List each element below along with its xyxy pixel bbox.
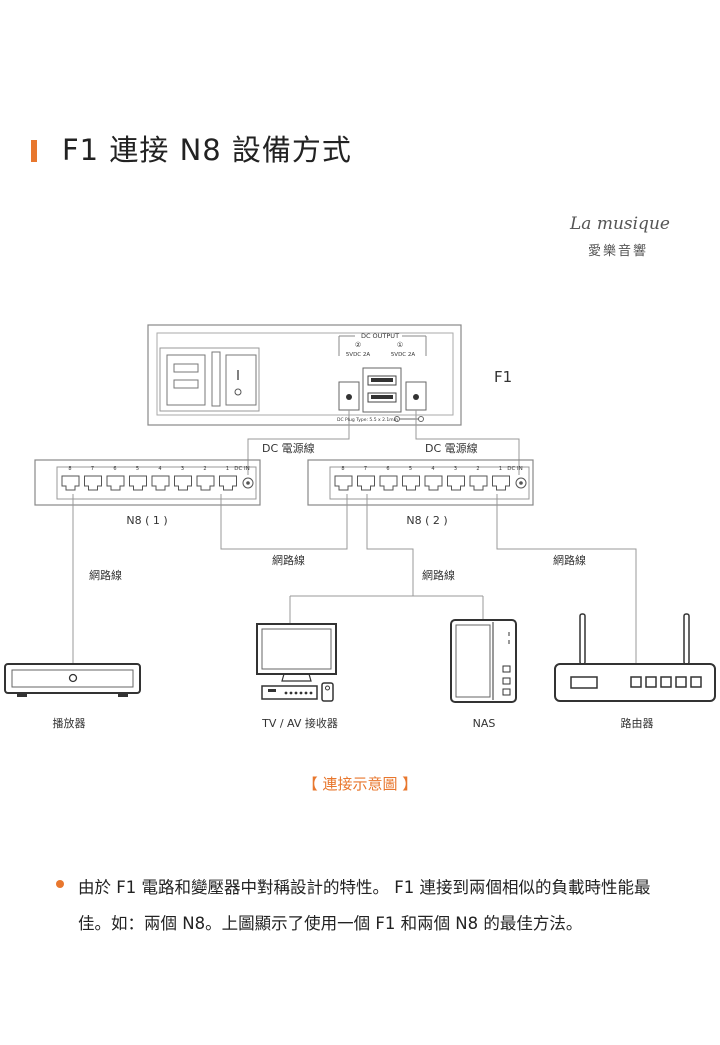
connection-diagram: DC OUTPUT ② ① 5VDC 2A 5VDC 2A DC Plug Ty… bbox=[4, 324, 716, 730]
player-device-icon bbox=[4, 663, 141, 697]
diagram-caption: 【 連接示意圖 】 bbox=[302, 775, 418, 793]
port-number: 3 bbox=[181, 466, 184, 472]
port-number: 5 bbox=[136, 466, 139, 472]
f1-power-supply: DC OUTPUT ② ① 5VDC 2A 5VDC 2A DC Plug Ty… bbox=[147, 324, 512, 426]
ethernet-port-icon bbox=[196, 475, 215, 491]
player-label: 播放器 bbox=[53, 716, 86, 730]
net-cable-label-link: 網路線 bbox=[272, 553, 305, 567]
router-label: 路由器 bbox=[621, 716, 654, 730]
f1-label: F1 bbox=[494, 368, 512, 386]
port-number: 5 bbox=[409, 466, 412, 472]
usb-port-icon bbox=[362, 367, 402, 413]
port-number: 2 bbox=[203, 466, 206, 472]
net-cable-label-devices: 網路線 bbox=[422, 568, 455, 582]
ethernet-port-icon bbox=[84, 475, 102, 491]
dc-in-jack-icon bbox=[515, 477, 527, 489]
ethernet-port-icon bbox=[151, 475, 170, 491]
port1-number: ① bbox=[397, 341, 403, 349]
n8-switch-1: 8 7 6 5 4 3 2 1 DC IN bbox=[34, 459, 261, 506]
dc-in-jack-icon bbox=[242, 477, 254, 489]
port-number: 8 bbox=[68, 466, 71, 472]
n8-switch-2: 8 7 6 5 4 3 2 1 DC IN bbox=[307, 459, 534, 506]
port-number: 7 bbox=[364, 466, 367, 472]
router-icon bbox=[554, 613, 716, 702]
net-cable-label-router: 網路線 bbox=[553, 553, 586, 567]
nas-icon bbox=[450, 619, 517, 703]
net-cable-label-player: 網路線 bbox=[89, 568, 122, 582]
port-number: 3 bbox=[454, 466, 457, 472]
n8-1-label: N8 ( 1 ) bbox=[126, 514, 167, 527]
ethernet-port-icon bbox=[106, 475, 125, 491]
port-number: 4 bbox=[431, 466, 434, 472]
network-cables bbox=[72, 494, 637, 664]
port-number: 6 bbox=[386, 466, 389, 472]
dc-in-label: DC IN bbox=[234, 466, 250, 472]
ethernet-port-icon bbox=[379, 475, 398, 491]
port-number: 2 bbox=[476, 466, 479, 472]
nas-label: NAS bbox=[473, 717, 496, 730]
dc-cable-label-right: DC 電源線 bbox=[425, 441, 478, 455]
n8-2-label: N8 ( 2 ) bbox=[406, 514, 447, 527]
port1-spec: 5VDC 2A bbox=[391, 352, 416, 358]
ethernet-port-icon bbox=[174, 475, 192, 491]
tv-receiver-icon bbox=[256, 623, 337, 702]
port-number: 4 bbox=[158, 466, 161, 472]
power-switch-icon bbox=[225, 354, 257, 406]
ethernet-port-icon bbox=[402, 475, 420, 491]
page-title: F1 連接 N8 設備方式 bbox=[62, 133, 352, 167]
ethernet-port-icon bbox=[334, 475, 353, 491]
plug-type-label: DC Plug Type: 5.5 x 2.1mm bbox=[337, 417, 398, 423]
port-number: 1 bbox=[226, 466, 229, 472]
dc-output-label: DC OUTPUT bbox=[361, 332, 399, 340]
port2-spec: 5VDC 2A bbox=[346, 352, 371, 358]
description-paragraph: 由於 F1 電路和變壓器中對稱設計的特性。 F1 連接到兩個相似的負載時性能最佳… bbox=[78, 878, 651, 933]
ethernet-port-icon bbox=[219, 475, 237, 491]
port-number: 6 bbox=[113, 466, 116, 472]
bullet-icon bbox=[56, 880, 64, 888]
logo-script-text: La musique bbox=[570, 214, 670, 234]
ethernet-port-icon bbox=[357, 475, 375, 491]
ac-inlet-icon bbox=[159, 347, 260, 412]
dc-cable-label-left: DC 電源線 bbox=[262, 441, 315, 455]
ethernet-port-icon bbox=[492, 475, 510, 491]
logo-chinese-text: 愛樂音響 bbox=[588, 244, 649, 259]
brand-logo: La musique 愛樂音響 bbox=[566, 212, 676, 264]
ethernet-port-icon bbox=[469, 475, 488, 491]
port2-number: ② bbox=[355, 341, 361, 349]
port-number: 7 bbox=[91, 466, 94, 472]
dc-cables bbox=[247, 410, 520, 475]
title-accent-bar bbox=[31, 140, 37, 162]
ethernet-port-icon bbox=[61, 475, 80, 491]
ethernet-port-icon bbox=[129, 475, 147, 491]
port-number: 8 bbox=[341, 466, 344, 472]
port-number: 1 bbox=[499, 466, 502, 472]
dc-in-label: DC IN bbox=[507, 466, 523, 472]
ethernet-port-icon bbox=[424, 475, 443, 491]
tv-label: TV / AV 接收器 bbox=[261, 716, 338, 730]
ethernet-port-icon bbox=[447, 475, 465, 491]
